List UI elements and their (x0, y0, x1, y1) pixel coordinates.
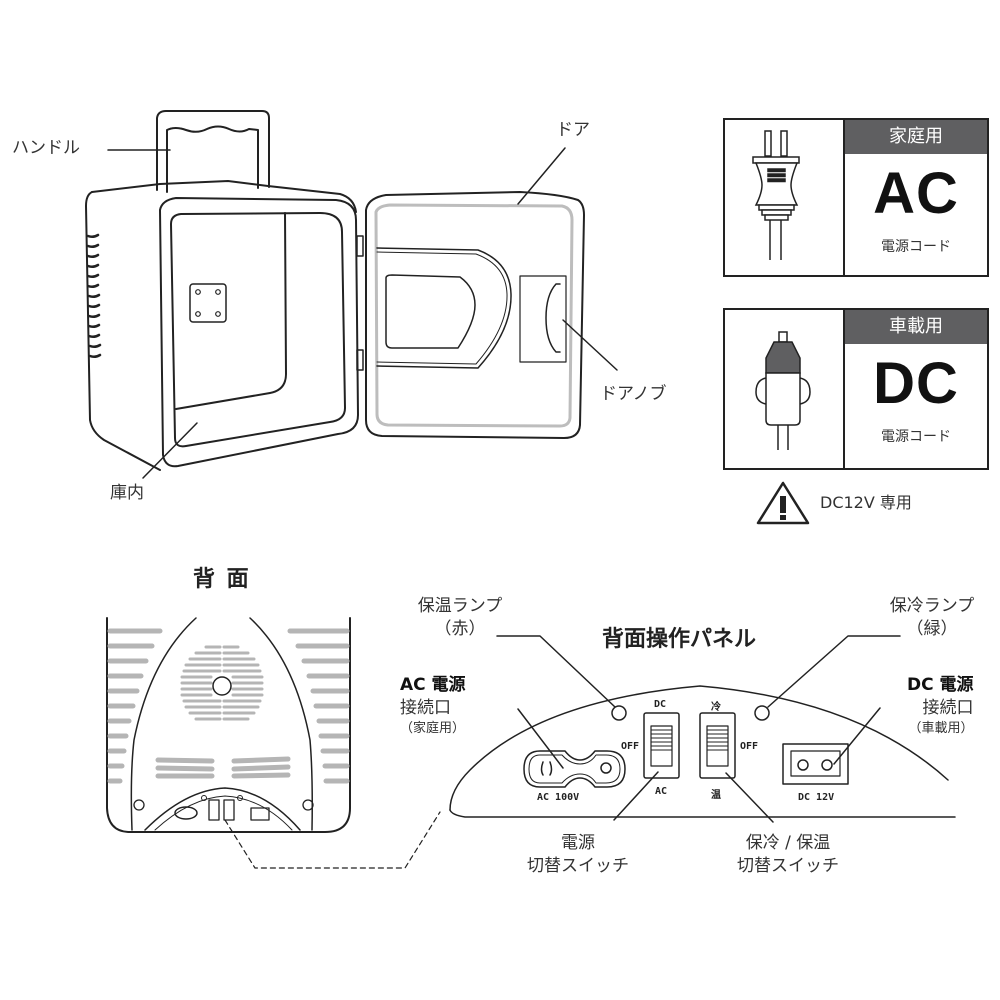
fridge-body (85, 110, 364, 471)
marking-ac-port: AC 100V (537, 792, 580, 803)
power-switch (643, 712, 680, 779)
door (365, 191, 585, 439)
power-switch-desc: 切替スイッチ (527, 855, 629, 876)
marking-power-off: OFF (621, 741, 640, 752)
dc-inlet-use: （車載用） (908, 720, 974, 736)
label-power-switch: 電源 切替スイッチ (503, 832, 653, 878)
mode-switch (699, 712, 736, 779)
dc-inlet-desc: 接続口 (922, 697, 974, 718)
cool-lamp (754, 705, 770, 721)
control-panel (449, 685, 956, 818)
marking-mode-bottom: 温 (711, 790, 721, 801)
label-cool-lamp: 保冷ランプ （緑） (872, 595, 992, 641)
dc-inlet-name: DC 電源 (907, 675, 974, 695)
dc-inlet (782, 743, 849, 785)
label-handle: ハンドル (12, 138, 80, 158)
dashed-link (224, 811, 441, 869)
label-interior: 庫内 (110, 483, 144, 503)
heat-lamp (611, 705, 627, 721)
warning-text: DC12V 専用 (820, 493, 912, 512)
back-view-title: 背 面 (193, 567, 251, 592)
label-dc-inlet: DC 電源 接続口 （車載用） (907, 674, 974, 737)
ac-inlet-use: （家庭用） (400, 720, 466, 736)
ac-power-badge: 家庭用 AC 電源コード (723, 118, 989, 277)
ac-inlet-desc: 接続口 (400, 697, 451, 718)
dc-power-badge: 車載用 DC 電源コード (723, 308, 989, 470)
marking-mode-off: OFF (740, 741, 759, 752)
power-switch-name: 電源 (561, 833, 595, 853)
label-door: ドア (556, 120, 590, 140)
ac-badge-caption: 電源コード (881, 239, 951, 255)
dc-badge-type: DC (873, 351, 959, 416)
front-leader-lines (107, 147, 618, 479)
warning-triangle-icon (756, 481, 810, 525)
back-view (106, 617, 351, 833)
label-ac-inlet: AC 電源 接続口 （家庭用） (400, 674, 466, 737)
label-heat-lamp: 保温ランプ （赤） (400, 595, 520, 641)
dc-badge-category: 車載用 (845, 310, 987, 344)
ac-inlet (523, 750, 626, 788)
mode-switch-name: 保冷 / 保温 (745, 833, 831, 853)
marking-power-top: DC (654, 699, 667, 710)
cool-lamp-color: （緑） (906, 618, 958, 639)
panel-leader-lines (496, 635, 901, 823)
ac-badge-category: 家庭用 (845, 120, 987, 154)
dc-plug-icon-frame (725, 310, 845, 468)
ac-plug-icon-frame (725, 120, 845, 275)
marking-power-bottom: AC (655, 786, 668, 797)
ac-inlet-name: AC 電源 (400, 675, 466, 695)
marking-mode-top: 冷 (711, 702, 721, 713)
dc-badge-caption: 電源コード (881, 429, 951, 445)
label-mode-switch: 保冷 / 保温 切替スイッチ (713, 832, 863, 878)
back-vents (107, 628, 350, 784)
side-vents (86, 233, 102, 359)
heat-lamp-name: 保温ランプ (417, 596, 503, 616)
control-panel-title: 背面操作パネル (602, 627, 757, 652)
label-door-knob: ドアノブ (600, 384, 667, 404)
heat-lamp-color: （赤） (434, 618, 486, 639)
ac-badge-type: AC (873, 161, 959, 226)
marking-dc-port: DC 12V (798, 792, 835, 803)
cool-lamp-name: 保冷ランプ (889, 596, 975, 616)
mode-switch-desc: 切替スイッチ (737, 855, 839, 876)
handle (156, 110, 270, 191)
